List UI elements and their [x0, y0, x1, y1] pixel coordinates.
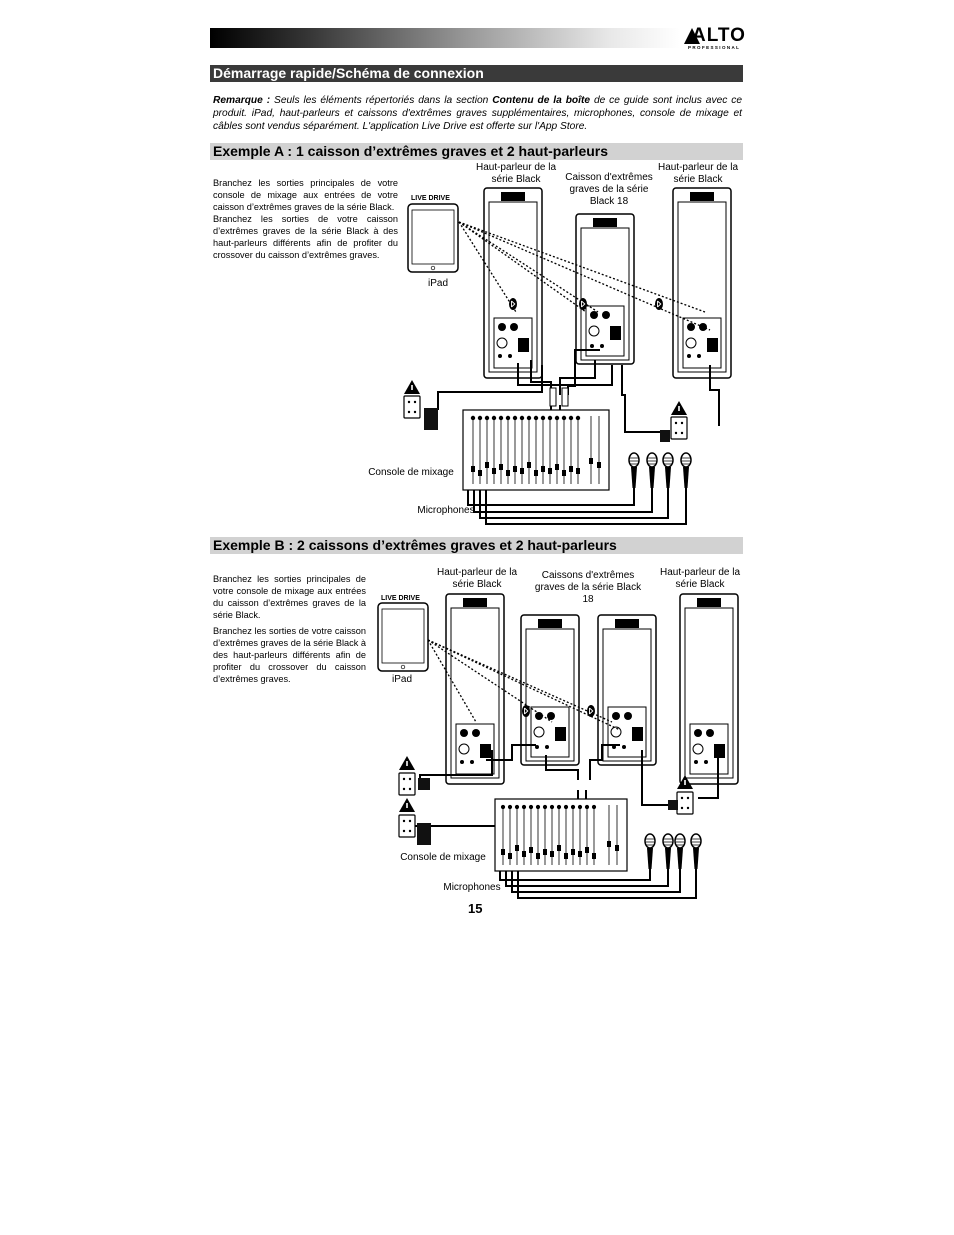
example-b-instructions: Branchez les sorties principales de votr… [213, 573, 366, 685]
bluetooth-icon [654, 297, 664, 311]
logo-brand-sub: PROFESSIONAL [688, 45, 741, 50]
note-text-1: Seuls les éléments répertoriés dans la s… [270, 95, 493, 106]
speaker-icon [679, 593, 739, 785]
example-a-instructions: Branchez les sorties principales de votr… [213, 177, 398, 261]
example-b-title: Exemple B : 2 caissons d’extrêmes graves… [213, 537, 617, 553]
example-b-para-2: Branchez les sorties de votre caisson d’… [213, 626, 366, 684]
section-header-example-b: Exemple B : 2 caissons d’extrêmes graves… [210, 537, 743, 554]
speaker-icon [445, 593, 505, 785]
bluetooth-links [427, 639, 621, 731]
warning-icon [671, 401, 687, 415]
example-b-diagram: LIVE DRIVE [377, 593, 739, 899]
microphone-icon [628, 452, 640, 489]
speaker-icon [672, 187, 732, 379]
example-a-app-name: LIVE DRIVE [411, 195, 450, 202]
alto-logo: ALTO PROFESSIONAL [684, 26, 746, 50]
example-b-label-mixer: Console de mixage [400, 852, 486, 863]
bluetooth-icon [578, 297, 588, 311]
microphone-icon [646, 452, 658, 489]
microphone-icon [680, 452, 692, 489]
microphone-icon [690, 833, 702, 870]
microphone-icon [662, 833, 674, 870]
warning-icon [399, 798, 415, 812]
note-label: Remarque : [213, 95, 271, 106]
microphone-icon [644, 833, 656, 870]
page-number: 15 [468, 901, 483, 916]
section-title: Démarrage rapide/Schéma de connexion [213, 65, 484, 81]
header-gradient-bar [210, 28, 680, 48]
example-a-label-speaker-right: Haut-parleur de la série Black [657, 162, 739, 185]
warning-icon [399, 756, 415, 770]
example-b-label-speaker-right: Haut-parleur de la série Black [659, 567, 741, 590]
power-outlet-icon [398, 814, 416, 838]
microphone-icon [662, 452, 674, 489]
example-a-title: Exemple A : 1 caisson d’extrêmes graves … [213, 143, 609, 159]
example-b-label-mics: Microphones [443, 882, 501, 893]
mixer-icon [462, 409, 610, 491]
power-outlet-icon [398, 772, 416, 796]
section-header-example-a: Exemple A : 1 caisson d’extrêmes graves … [210, 143, 743, 160]
power-outlet-icon [670, 416, 688, 440]
bluetooth-icon [586, 704, 596, 718]
subwoofer-icon [520, 614, 580, 766]
bluetooth-links [458, 221, 711, 331]
example-b-para-1: Branchez les sorties principales de votr… [213, 574, 366, 620]
ipad-icon: LIVE DRIVE [407, 195, 459, 273]
section-header-quickstart: Démarrage rapide/Schéma de connexion [210, 65, 743, 82]
note-paragraph: Remarque : Seuls les éléments répertorié… [213, 94, 742, 133]
power-adapter-icon [424, 408, 438, 430]
warning-icon [404, 380, 420, 394]
logo-triangle-icon [684, 28, 700, 44]
speaker-icon [483, 187, 543, 379]
example-b-app-name: LIVE DRIVE [381, 595, 420, 602]
ipad-icon: LIVE DRIVE [377, 595, 429, 672]
logo-brand: ALTO [692, 25, 746, 46]
example-a-label-mics: Microphones [417, 505, 475, 516]
power-outlet-icon [676, 791, 694, 815]
example-a-label-speaker-left: Haut-parleur de la série Black [475, 162, 557, 185]
note-text-2: de ce guide sont inclus avec ce produit.… [213, 95, 743, 132]
example-a-diagram: LIVE DRIVE [403, 187, 732, 525]
example-a-label-mixer: Console de mixage [368, 467, 454, 478]
cables [412, 744, 719, 899]
subwoofer-icon [575, 213, 635, 365]
example-b-label-ipad: iPad [391, 674, 412, 685]
power-outlet-icon [403, 395, 421, 419]
example-b-label-subs: Caissons d'extrêmes graves de la série B… [534, 570, 642, 605]
example-a-para-1: Branchez les sorties principales de votr… [213, 178, 398, 212]
example-a-label-sub: Caisson d'extrêmes graves de la série Bl… [565, 172, 653, 207]
example-b-label-speaker-left: Haut-parleur de la série Black [436, 567, 518, 590]
mixer-icon [494, 798, 628, 872]
power-adapter-icon [417, 823, 431, 845]
note-bold: Contenu de la boîte [492, 95, 591, 106]
bluetooth-icon [508, 297, 518, 311]
example-a-para-2: Branchez les sorties de votre caisson d’… [213, 214, 398, 260]
example-a-label-ipad: iPad [427, 278, 448, 289]
microphone-icon [674, 833, 686, 870]
subwoofer-icon [597, 614, 657, 766]
bluetooth-icon [521, 704, 531, 718]
